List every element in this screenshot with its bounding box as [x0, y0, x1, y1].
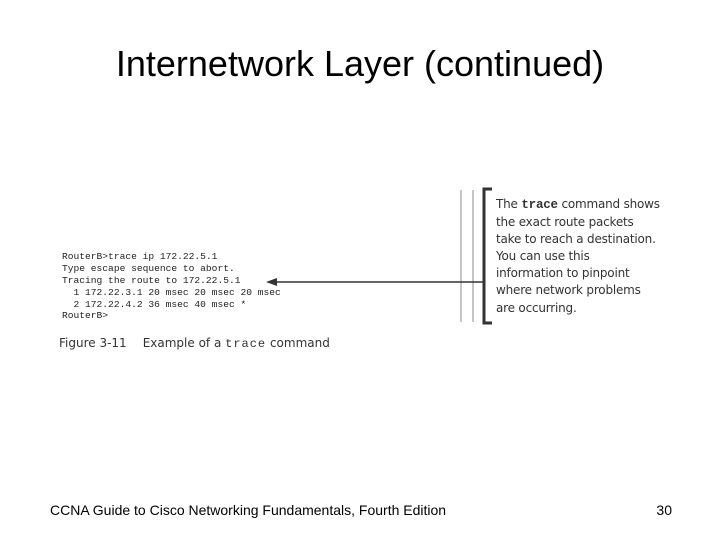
figure-3-11: RouterB>trace ip 172.22.5.1 Type escape … — [59, 187, 686, 351]
callout-line: the exact route packets — [496, 215, 634, 230]
callout-bracket — [482, 187, 492, 325]
callout-line: take to reach a destination. — [496, 232, 656, 247]
figure-number: Figure 3-11 — [59, 336, 127, 350]
callout-line: where network problems — [496, 283, 641, 298]
callout-line: are occurring. — [496, 300, 577, 315]
page-number: 30 — [656, 502, 672, 518]
slide-title: Internetwork Layer (continued) — [115, 43, 605, 84]
callout-line: information to pinpoint — [496, 266, 630, 281]
terminal-line: RouterB> — [62, 310, 109, 322]
terminal-line: 2 172.22.4.2 36 msec 40 msec * — [62, 298, 247, 310]
caption-suffix: command — [266, 336, 330, 350]
callout-graphics — [266, 187, 492, 325]
caption-code: trace — [225, 337, 267, 351]
callout-arrowhead — [266, 278, 277, 286]
callout-line: The trace command shows — [496, 196, 686, 214]
caption-prefix: Example of a — [142, 336, 226, 350]
callout-text: The trace command shows the exact route … — [496, 196, 686, 317]
terminal-line: RouterB>trace ip 172.22.5.1 — [62, 251, 218, 262]
callout-suffix: command shows — [557, 197, 660, 211]
figure-caption: Figure 3-11 Example of a trace command — [59, 336, 330, 351]
terminal-output: RouterB>trace ip 172.22.5.1 Type escape … — [62, 251, 281, 322]
terminal-line: Tracing the route to 172.22.5.1 — [62, 274, 241, 286]
slide-footer: CCNA Guide to Cisco Networking Fundament… — [50, 502, 447, 518]
callout-prefix: The — [496, 197, 522, 211]
callout-line: You can use this — [496, 249, 590, 264]
callout-code: trace — [521, 198, 558, 212]
terminal-line: 1 172.22.3.1 20 msec 20 msec 20 msec — [62, 286, 281, 298]
terminal-line: Type escape sequence to abort. — [62, 262, 235, 274]
